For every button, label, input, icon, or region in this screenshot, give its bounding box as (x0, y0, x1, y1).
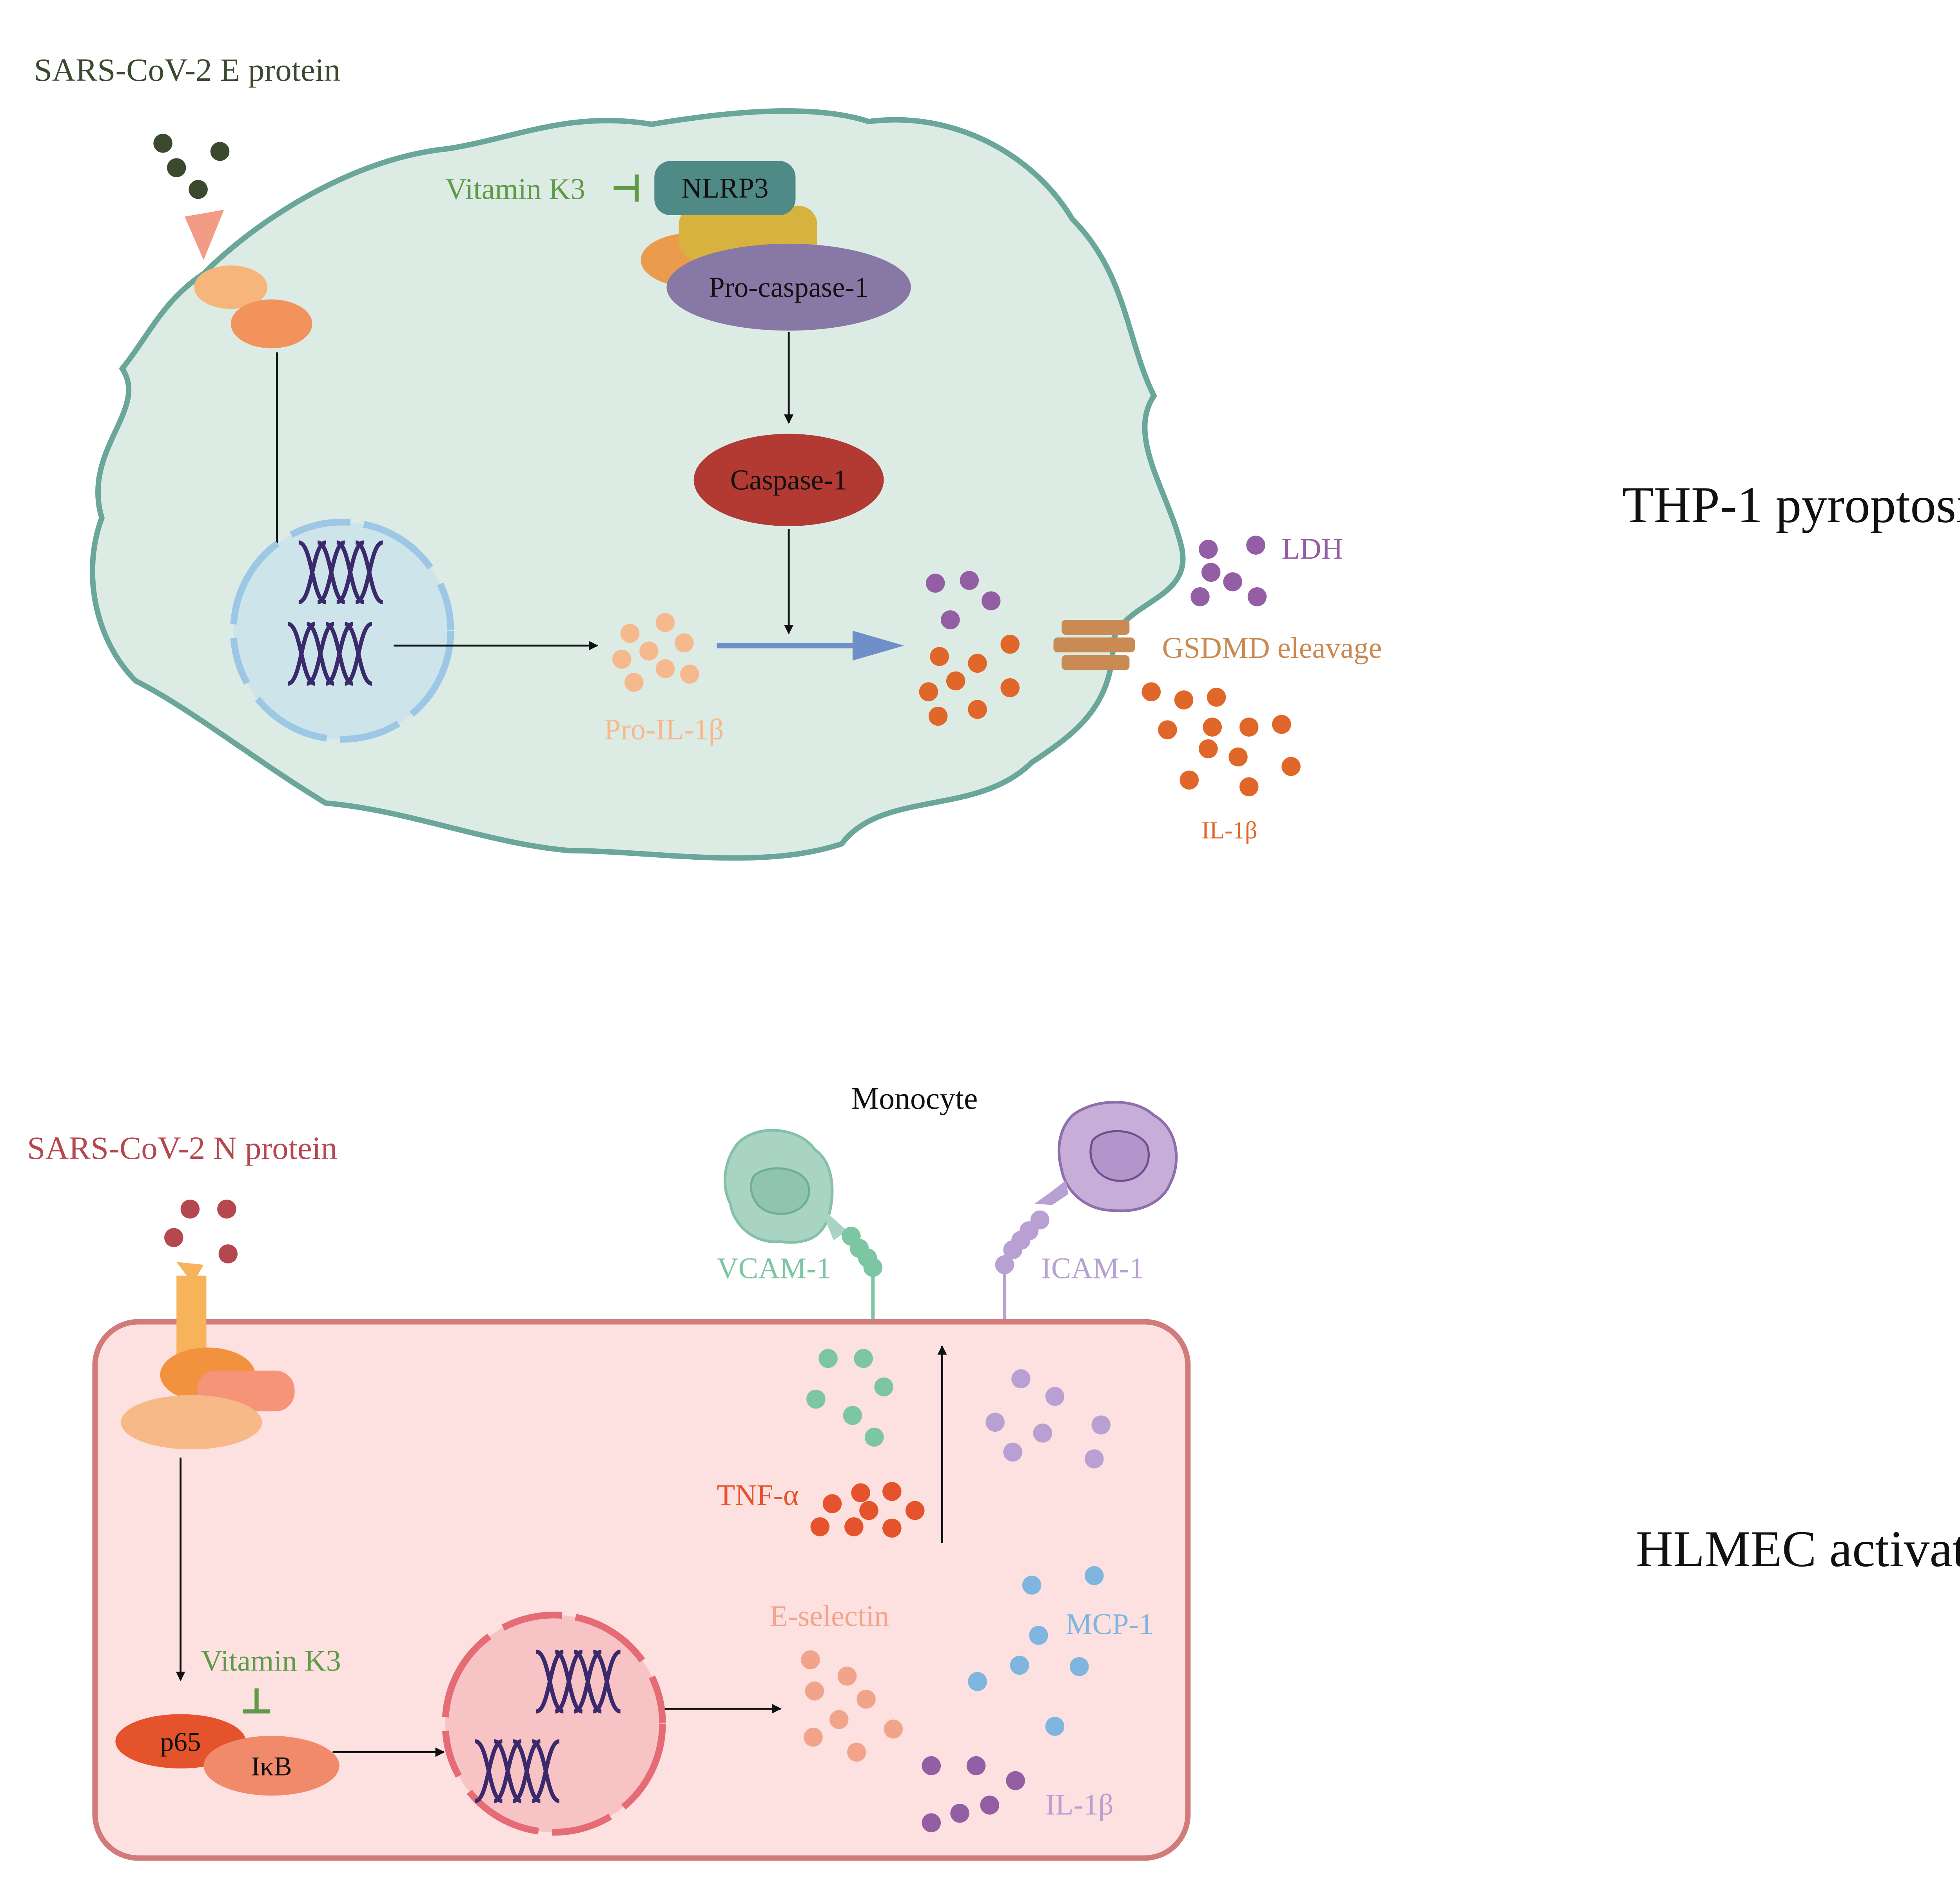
n-receptor (121, 1262, 295, 1450)
monocyte-vcam (723, 1129, 848, 1244)
inflammasome: NLRP3 Pro-caspase-1 (641, 161, 911, 331)
eselectin-label: E-selectin (770, 1600, 889, 1632)
mcp-particles (968, 1566, 1104, 1736)
inhibition-mark-bottom (243, 1688, 270, 1714)
tnf-particles (810, 1482, 925, 1538)
tnf-label: TNF-α (717, 1479, 799, 1512)
pro-il1b-label: Pro-IL-1β (604, 713, 724, 746)
icam-chain (995, 1210, 1050, 1275)
nucleus-thp1 (230, 519, 454, 743)
tlr-receptor (184, 210, 312, 349)
icam-particles (985, 1369, 1111, 1469)
vcam-particles (806, 1349, 893, 1447)
caspase-node (693, 434, 884, 527)
eselectin-particles (801, 1650, 903, 1762)
mcp-label: MCP-1 (1066, 1608, 1154, 1641)
pro-il1b-particles (612, 613, 699, 692)
n-protein-particles (164, 1199, 238, 1264)
ikb-label: IκB (251, 1751, 292, 1781)
il1b-particles-outside (1142, 682, 1301, 797)
caspase-label: Caspase-1 (730, 464, 848, 496)
hlmec-title: HLMEC activation (1636, 1521, 1960, 1578)
ldh-particles-inside (926, 571, 1001, 630)
e-protein-label: SARS-CoV-2 E protein (34, 52, 341, 88)
monocyte-label: Monocyte (851, 1081, 978, 1116)
il1b-particles-bottom (922, 1756, 1025, 1832)
pro-caspase-label: Pro-caspase-1 (709, 271, 869, 303)
vitamin-k3-label-bottom: Vitamin K3 (201, 1645, 341, 1678)
il1b-label-top: IL-1β (1201, 817, 1257, 844)
inhibition-mark-top (613, 174, 639, 202)
nlrp3-label: NLRP3 (681, 172, 768, 204)
gsdmd-pore (1053, 620, 1135, 670)
gsdmd-label: GSDMD eleavage (1162, 632, 1382, 664)
vcam-chain (842, 1227, 883, 1277)
ldh-label: LDH (1281, 532, 1343, 565)
il1b-label-bottom: IL-1β (1045, 1788, 1114, 1821)
vcam-label: VCAM-1 (717, 1252, 831, 1285)
cleavage-arrow (717, 630, 904, 661)
il1b-particles-inside (919, 635, 1020, 726)
thp1-panel: SARS-CoV-2 E protein Pro-IL-1β (34, 52, 1960, 861)
ldh-particles-outside (1191, 536, 1267, 606)
ikb-node (203, 1736, 339, 1796)
endothelial-cell (92, 1319, 1191, 1861)
hlmec-panel: SARS-CoV-2 N protein Monocyte VCAM-1 (27, 1081, 1960, 1861)
icam-label: ICAM-1 (1041, 1252, 1144, 1285)
n-protein-label: SARS-CoV-2 N protein (27, 1130, 337, 1166)
p65-label: p65 (160, 1727, 201, 1757)
thp1-title: THP-1 pyroptosis (1622, 477, 1960, 534)
vitamin-k3-label-top: Vitamin K3 (445, 172, 585, 205)
monocyte-icam (1034, 1100, 1178, 1213)
nucleus-hlmec (442, 1611, 666, 1836)
e-protein-particles (153, 134, 230, 199)
